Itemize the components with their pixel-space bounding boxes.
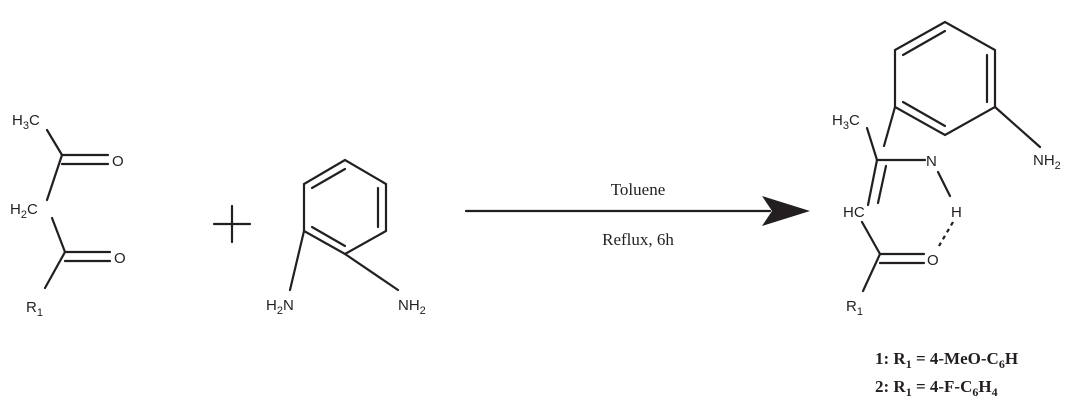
bond (861, 252, 882, 293)
ch3-label: H3C (12, 112, 40, 132)
amine-left-label: H2N (266, 297, 294, 317)
legend-line-2: 2: R1 = 4-F-C6H4 (875, 377, 998, 399)
nh-hydrogen-label: H (951, 204, 962, 221)
bond (865, 126, 879, 162)
bond (288, 229, 306, 292)
bond (50, 216, 67, 254)
bond (993, 105, 1042, 149)
double-bond (310, 225, 347, 248)
bond (45, 128, 64, 157)
hydrogen-bond (938, 221, 954, 247)
carbonyl-oxygen-top: O (112, 153, 124, 170)
phenylenediamine-reactant: H2N NH2 (266, 158, 426, 317)
benzene-ring (302, 158, 388, 256)
double-bond (310, 167, 347, 190)
ch3-label: H3C (832, 112, 860, 132)
bond (882, 105, 897, 148)
amine-label: NH2 (1033, 152, 1061, 172)
hc-label: HC (843, 204, 865, 221)
double-bond (901, 29, 947, 57)
solvent-label: Toluene (611, 180, 666, 199)
r1-label: R1 (846, 298, 863, 318)
plus-sign (212, 204, 252, 244)
carbonyl-oxygen: O (927, 252, 939, 269)
bond (43, 250, 67, 290)
substituent-legend: 1: R1 = 4-MeO-C6H 2: R1 = 4-F-C6H4 (875, 349, 1018, 399)
amine-right-label: NH2 (398, 297, 426, 317)
benzene-ring (893, 20, 997, 137)
carbonyl-oxygen-bottom: O (114, 250, 126, 267)
bond (343, 252, 400, 292)
bond (866, 158, 879, 207)
reaction-arrow: Toluene Reflux, 6h (464, 180, 810, 249)
ch2-label: H2C (10, 201, 38, 221)
bond (876, 164, 888, 205)
bond (936, 170, 952, 198)
r1-label: R1 (26, 299, 43, 319)
nitrogen-label: N (926, 153, 937, 170)
condition-label: Reflux, 6h (602, 230, 674, 249)
diketone-reactant: H3C O H2C O R1 (10, 112, 126, 319)
bond (45, 153, 64, 202)
enaminone-product: H3C N H NH2 HC O R1 (832, 20, 1061, 318)
bond (860, 220, 882, 256)
double-bond (901, 100, 947, 128)
arrowhead (762, 196, 810, 226)
legend-line-1: 1: R1 = 4-MeO-C6H (875, 349, 1018, 371)
